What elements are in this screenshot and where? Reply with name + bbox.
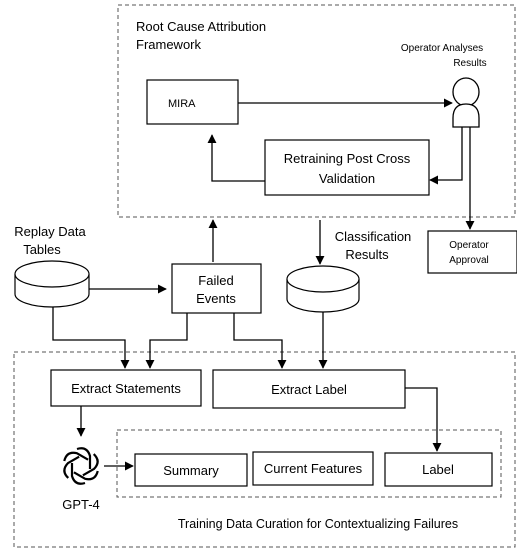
replay-data-database-icon [14,260,90,308]
operator-person-icon [452,77,480,128]
training-data-curation-group [13,351,516,548]
operator-label-line1: Operator Analyses [401,43,483,54]
extract-statements-node [50,369,202,407]
edge-failed-to-extract-statements [145,313,188,369]
current-features-node [252,451,374,486]
root-cause-framework-group [117,4,516,218]
summary-label: Summary [163,463,219,478]
label-output-label: Label [422,462,454,477]
llm-output-subgroup [116,429,502,498]
failed-events-node [171,263,262,314]
operator-approval-label-line1: Operator [449,240,489,251]
edge-operator-to-retraining [429,127,463,185]
edge-retraining-to-mira [207,134,265,182]
edge-extract-label-to-label [405,387,442,452]
gpt4-logo-icon [63,447,99,485]
replay-data-label-line1: Replay Data [14,224,86,239]
retraining-label-line2: Validation [319,171,375,186]
root-cause-framework-label-line2: Framework [136,37,202,52]
mira-label: MIRA [168,98,196,110]
operator-approval-node [427,230,517,274]
classification-results-database-icon [286,265,360,313]
failed-events-label-line1: Failed [198,273,233,288]
root-cause-framework-label-line1: Root Cause Attribution [136,19,266,34]
current-features-label: Current Features [264,461,363,476]
operator-label-line2: Results [453,58,486,69]
label-output-node [384,452,493,487]
failed-events-label-line2: Events [196,291,236,306]
extract-label-node [212,369,406,409]
edge-replay-to-extract-statements [52,306,130,369]
retraining-node [264,139,430,196]
operator-approval-label-line2: Approval [449,255,488,266]
retraining-label-line1: Retraining Post Cross [284,151,411,166]
training-data-curation-label: Training Data Curation for Contextualizi… [178,517,458,531]
classification-results-label-line2: Results [345,247,389,262]
extract-label-label: Extract Label [271,382,347,397]
edge-failed-to-extract-label [233,313,287,369]
replay-data-label-line2: Tables [23,242,61,257]
mira-node [146,79,239,125]
extract-statements-label: Extract Statements [71,381,181,396]
summary-node [134,453,248,487]
gpt4-label: GPT-4 [62,497,100,512]
classification-results-label-line1: Classification [335,229,412,244]
